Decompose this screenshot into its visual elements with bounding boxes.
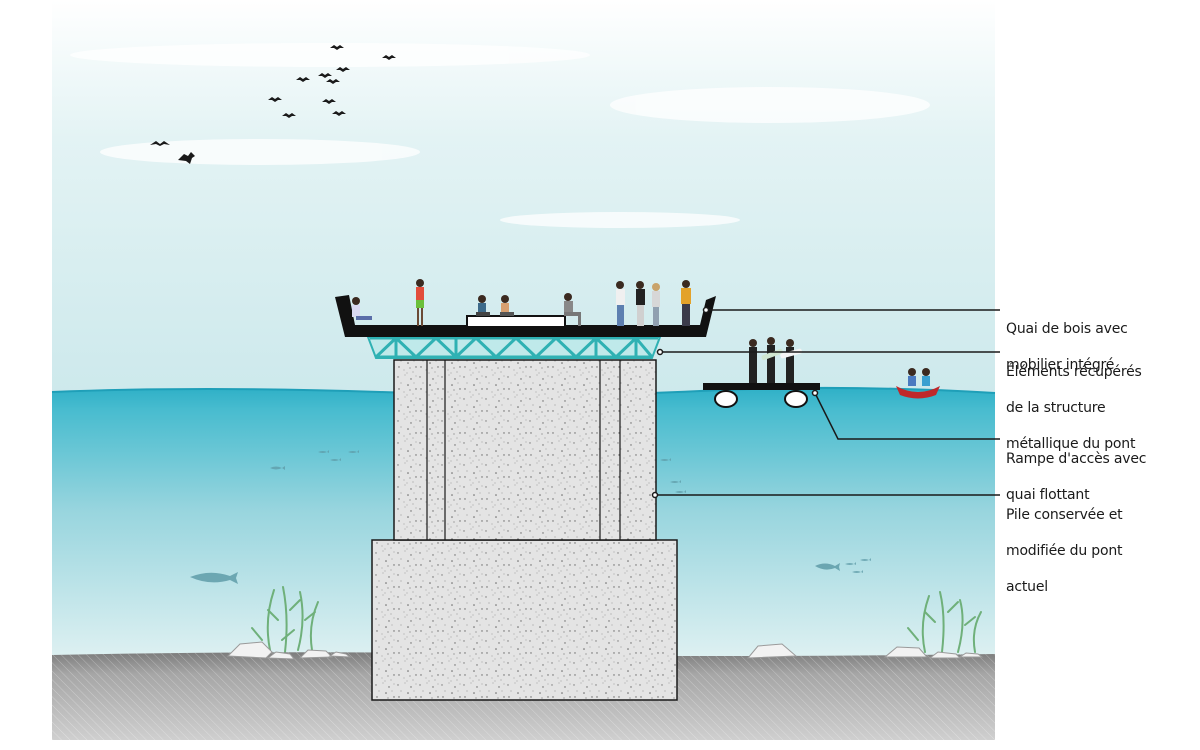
- wooden-deck: [335, 295, 716, 337]
- label-truss: Éléments récupérés de la structure métal…: [1006, 364, 1142, 452]
- birds: [150, 45, 396, 164]
- leader-ramp: [814, 392, 1000, 440]
- clouds: [70, 43, 930, 228]
- rocks: [226, 641, 984, 660]
- leader-lines: [651, 306, 1000, 499]
- label-deck: Quai de bois avec mobilier intégré: [1006, 321, 1128, 373]
- surfers-on-dock: [749, 337, 802, 383]
- recycled-metal-truss: [366, 335, 662, 360]
- pier-column-joints: [426, 360, 621, 540]
- label-pile: Pile conservée et modifiée du pont actue…: [1006, 507, 1123, 595]
- people-on-deck: [352, 279, 691, 326]
- pier-column: [393, 359, 657, 541]
- floating-dock: [703, 383, 820, 408]
- label-ramp: Rampe d'accès avec quai flottant: [1006, 451, 1147, 503]
- integrated-bench: [466, 315, 566, 328]
- pier-base: [371, 539, 678, 701]
- kayak: [896, 368, 940, 399]
- fish: [190, 450, 871, 584]
- seaweed: [251, 586, 982, 653]
